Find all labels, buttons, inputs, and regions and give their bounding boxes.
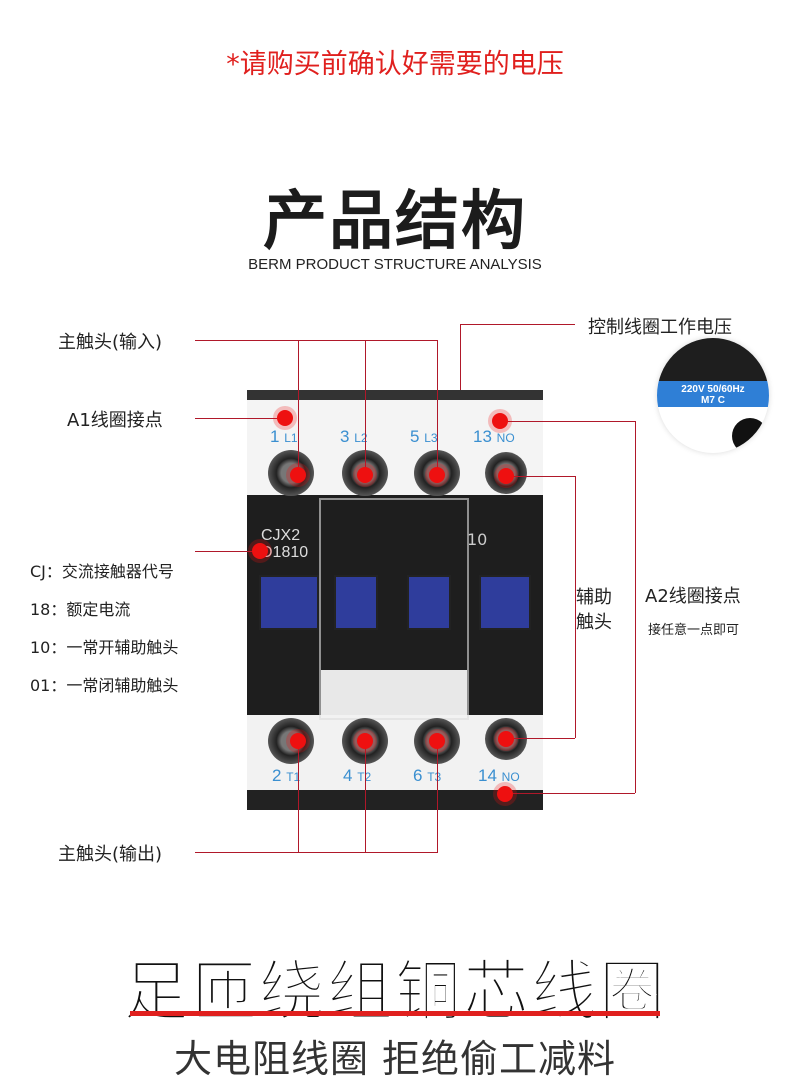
model-line-2: D1810 (261, 544, 309, 561)
marker (290, 467, 306, 483)
headline-underline (130, 1011, 660, 1016)
marker (357, 467, 373, 483)
model-line-1: CJX2 (261, 527, 301, 544)
marker (498, 468, 514, 484)
spec-01: 01：一常闭辅助触头 (30, 676, 179, 695)
a2-marker (492, 413, 508, 429)
tagline: 大电阻线圈 拒绝偷工减料 (173, 1037, 617, 1081)
terminal-bottom-14: 14 NO (478, 766, 520, 785)
marker (290, 733, 306, 749)
marker (357, 733, 373, 749)
voltage-warning: *请购买前确认好需要的电压 (226, 49, 564, 80)
label-coil-voltage: 控制线圈工作电压 (588, 317, 732, 338)
model-marker (252, 543, 268, 559)
label-a2-note: 接任意一点即可 (648, 623, 740, 638)
label-a2: A2线圈接点 (645, 586, 741, 607)
aux-code: 10 (467, 530, 488, 549)
terminal-bottom-2: 2 T1 (272, 766, 301, 785)
inset-code: M7 C (701, 395, 725, 406)
label-main-output: 主触头(输出) (58, 844, 163, 865)
label-aux: 辅助触头 (576, 587, 612, 633)
voltage-inset: 220V 50/60Hz M7 C (657, 338, 769, 453)
spec-10: 10：一常开辅助触头 (30, 638, 179, 657)
a1-marker (277, 410, 293, 426)
marker (498, 731, 514, 747)
page-subtitle: BERM PRODUCT STRUCTURE ANALYSIS (248, 256, 542, 273)
marker (429, 467, 445, 483)
headline: 足匝绕组铜芯线圈 (123, 953, 667, 1031)
label-a1: A1线圈接点 (67, 410, 163, 431)
inset-voltage: 220V 50/60Hz (681, 384, 745, 395)
spec-18: 18：额定电流 (30, 600, 131, 619)
label-main-input: 主触头(输入) (58, 332, 163, 353)
terminal-top-5: 5 L3 (410, 427, 438, 446)
marker (429, 733, 445, 749)
terminal-top-13: 13 NO (473, 427, 515, 446)
spec-cj: CJ：交流接触器代号 (30, 562, 174, 581)
page-title: 产品结构 (263, 185, 527, 259)
terminal-top-1: 1 L1 (270, 427, 298, 446)
marker (497, 786, 513, 802)
terminal-bottom-4: 4 T2 (343, 766, 371, 785)
terminal-top-3: 3 L2 (340, 427, 368, 446)
